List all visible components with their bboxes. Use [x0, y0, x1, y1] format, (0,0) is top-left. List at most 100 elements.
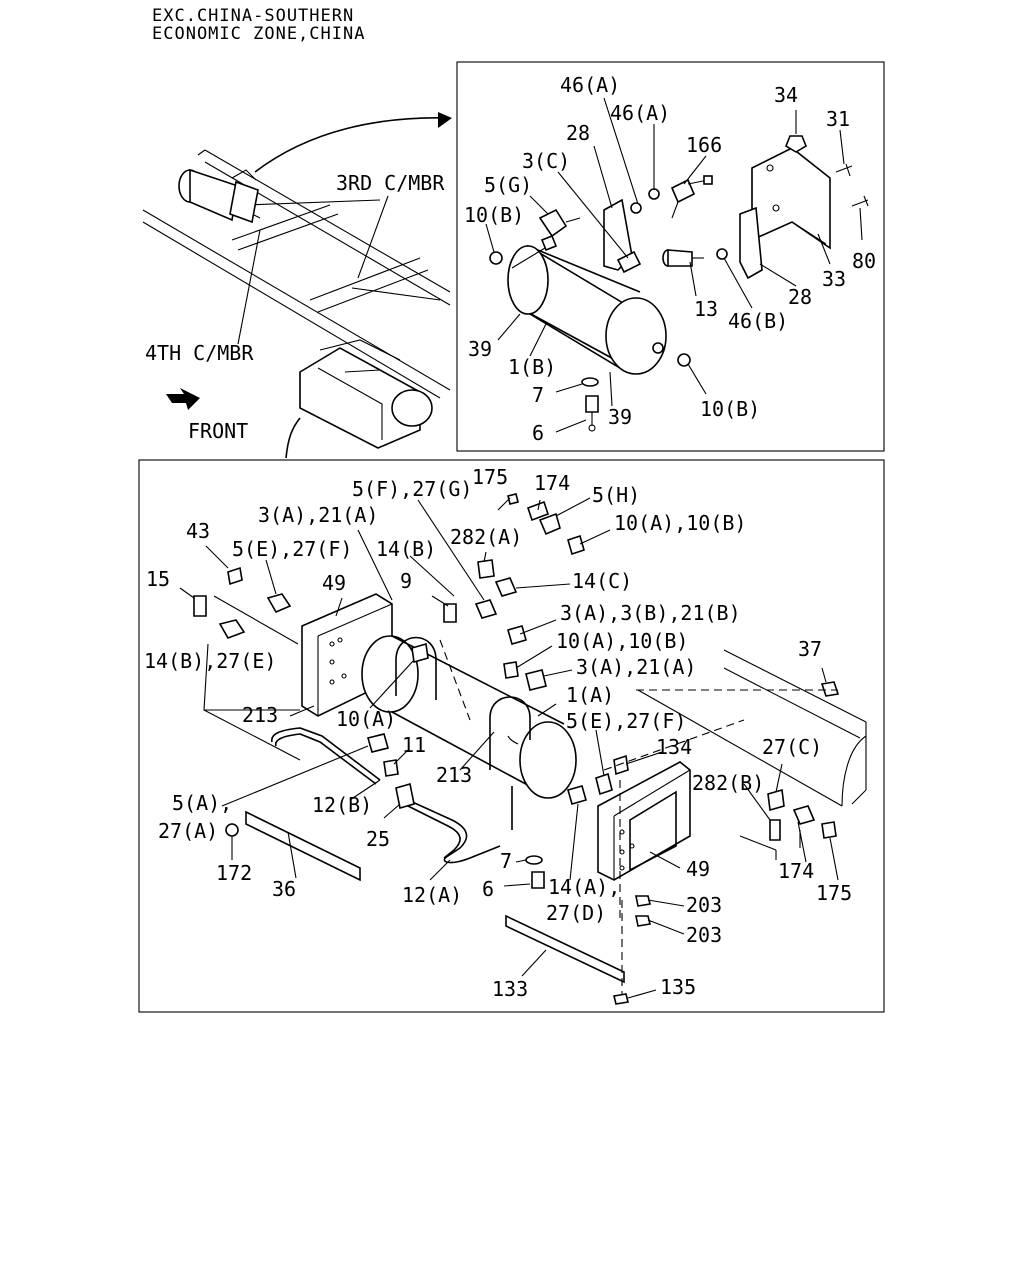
fitting-5g	[538, 208, 581, 252]
callout-7-detail: 7	[532, 383, 544, 407]
callout-14b: 14(B)	[376, 537, 436, 561]
fitting-282a	[477, 559, 495, 579]
callout-46b: 46(B)	[728, 309, 788, 333]
nut-10a-mid	[503, 661, 519, 679]
callout-49-right: 49	[686, 857, 710, 881]
callout-11: 11	[402, 733, 426, 757]
nut-46b	[716, 248, 728, 260]
u-bolt-right	[489, 696, 531, 760]
fitting-3a-right	[525, 669, 547, 691]
plug-9	[443, 603, 457, 623]
valve-174-right	[792, 805, 816, 825]
callout-12b: 12(B)	[312, 793, 372, 817]
bar-133	[505, 914, 625, 984]
callout-33: 33	[822, 267, 846, 291]
cap-175-right	[821, 821, 837, 839]
callout-3a-21a-top: 3(A),21(A)	[258, 503, 378, 527]
callout-27d: 27(D)	[546, 901, 606, 925]
callout-10a-10b-top: 10(A),10(B)	[614, 511, 746, 535]
strap-28-lower	[739, 206, 763, 280]
washer-7	[581, 377, 599, 387]
callout-10b-top: 10(B)	[464, 203, 524, 227]
callout-3a-3b-21b: 3(A),3(B),21(B)	[560, 601, 741, 625]
tube-12a	[407, 799, 501, 864]
nut-203-2	[635, 915, 651, 927]
main-callouts: 175 174 5(F),27(G) 5(H) 3(A),21(A) 10(A)…	[144, 465, 852, 1001]
callout-15: 15	[146, 567, 170, 591]
starter-motor-icon	[178, 168, 259, 224]
nut-46a-2	[648, 188, 660, 200]
nut-172	[225, 823, 239, 837]
bolt-134	[613, 754, 629, 776]
callout-203-1: 203	[686, 893, 722, 917]
tee-14c	[494, 577, 518, 597]
callout-6-main: 6	[482, 877, 494, 901]
nut-10a-left	[411, 642, 429, 664]
nut-203-1	[635, 895, 651, 907]
callout-282a: 282(A)	[450, 525, 522, 549]
callout-166: 166	[686, 133, 722, 157]
air-tank-1b	[507, 244, 667, 375]
plug-15	[193, 595, 207, 617]
callout-5g: 5(G)	[484, 173, 532, 197]
callout-213-mid: 213	[436, 763, 472, 787]
callout-7-main: 7	[500, 849, 512, 873]
callout-39-bottom: 39	[608, 405, 632, 429]
callout-134: 134	[656, 735, 692, 759]
fitting-3c	[616, 250, 642, 274]
callout-80: 80	[852, 249, 876, 273]
callout-5e-27f-right: 5(E),27(F)	[566, 709, 686, 733]
nut-10b-lower	[677, 353, 691, 367]
u-bolt-left	[395, 636, 437, 700]
nut-46a-1	[630, 202, 642, 214]
callout-14c: 14(C)	[572, 569, 632, 593]
callout-174-top: 174	[534, 471, 570, 495]
callout-1a: 1(A)	[566, 683, 614, 707]
callout-25: 25	[366, 827, 390, 851]
air-tank-1a	[361, 635, 577, 799]
header-line-2: ECONOMIC ZONE,CHINA	[152, 24, 365, 44]
callout-6-detail: 6	[532, 421, 544, 445]
drain-valve-6	[585, 395, 599, 432]
main-box	[138, 459, 885, 1013]
cap-175-top	[507, 493, 519, 505]
bracket-49-right	[597, 761, 691, 881]
fitting-5a	[367, 733, 389, 753]
callout-43: 43	[186, 519, 210, 543]
callout-12a: 12(A)	[402, 883, 462, 907]
drain-valve-6-main	[531, 871, 545, 889]
callout-175-right: 175	[816, 881, 852, 905]
fitting-3a-mid	[507, 625, 527, 645]
callout-13: 13	[694, 297, 718, 321]
callout-3a-21a-right: 3(A),21(A)	[576, 655, 696, 679]
valve-13	[662, 249, 704, 267]
main-drawing	[179, 493, 867, 1005]
nut-10b-upper	[489, 251, 503, 265]
callout-46a-1: 46(A)	[560, 73, 620, 97]
fitting-5e-right	[595, 772, 613, 796]
detail-box	[456, 61, 885, 452]
callout-10a-low: 10(A)	[336, 707, 396, 731]
callout-14a: 14(A),	[548, 875, 620, 899]
fitting-25	[395, 782, 415, 810]
callout-175-top: 175	[472, 465, 508, 489]
callout-14b-27e: 14(B),27(E)	[144, 649, 276, 673]
bolt-80	[851, 195, 869, 207]
callout-27a: 27(A)	[158, 819, 218, 843]
front-arrow-icon	[166, 388, 200, 410]
callout-37: 37	[798, 637, 822, 661]
washer-7-main	[525, 855, 543, 865]
callout-31: 31	[826, 107, 850, 131]
fitting-5e-left	[266, 593, 292, 614]
fitting-5f	[474, 599, 498, 619]
bolt-31	[835, 163, 853, 177]
callout-213-left: 213	[242, 703, 278, 727]
nut-34	[785, 135, 807, 153]
fitting-43	[227, 566, 243, 586]
bar-36	[245, 810, 361, 882]
callout-10a-10b-mid: 10(A),10(B)	[556, 629, 688, 653]
callout-34: 34	[774, 83, 798, 107]
frame-rail	[637, 649, 867, 807]
nut-135	[613, 993, 629, 1005]
air-tank-assembly-icon	[299, 339, 433, 449]
